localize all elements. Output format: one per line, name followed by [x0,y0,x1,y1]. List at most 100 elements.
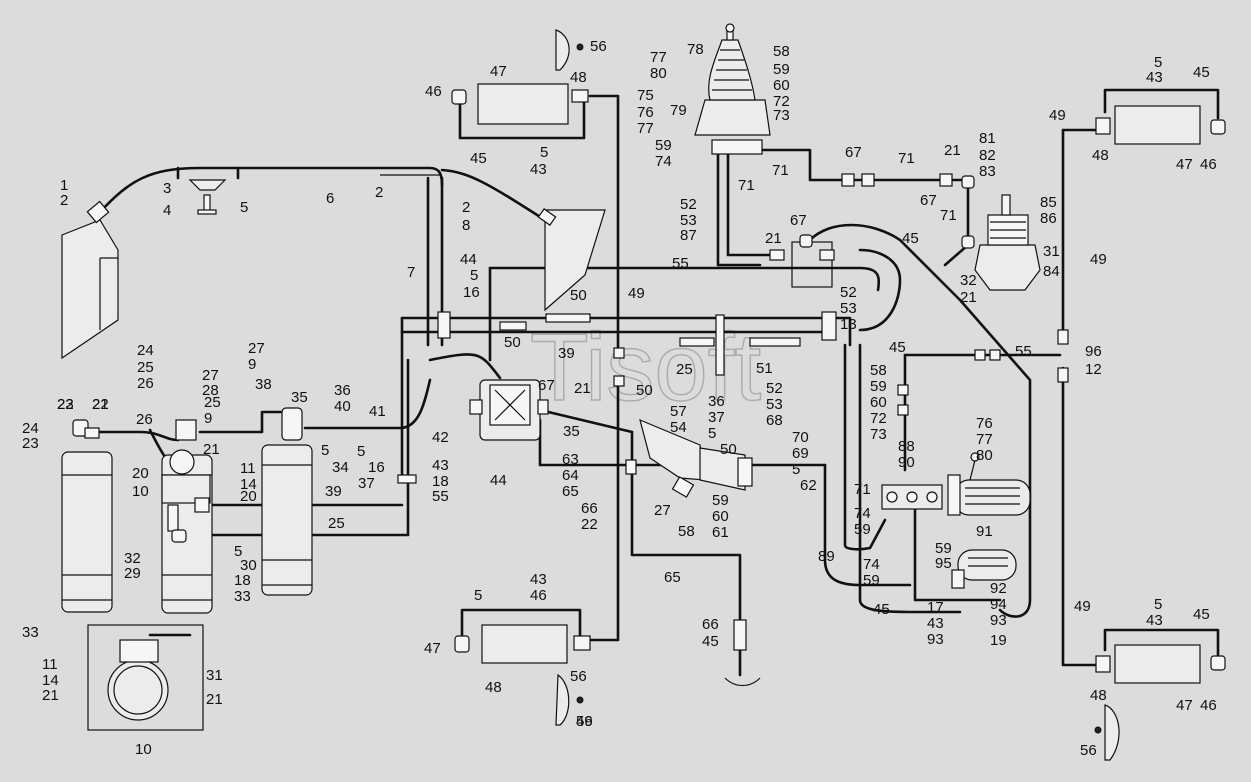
callout-label: 80 [650,65,667,82]
callout-label: 32 [124,550,141,567]
callout-label: 77 [976,431,993,448]
callout-label: 61 [712,524,729,541]
callout-label: 49 [576,713,593,730]
callout-label: 68 [766,412,783,429]
callout-label: 49 [628,285,645,302]
callout-label: 44 [490,472,507,489]
callout-label: 9 [204,410,212,427]
callout-label: 57 [670,403,687,420]
callout-label: 45 [873,601,890,618]
callout-label: 10 [135,741,152,758]
callout-label: 59 [863,572,880,589]
air-cleaner-1 [61,200,119,360]
callout-label: 20 [132,465,149,482]
callout-label: 67 [920,192,937,209]
callout-label: 50 [720,441,737,458]
callout-label: 67 [538,377,555,394]
callout-label: 72 [773,93,790,110]
callout-label: 71 [738,177,755,194]
callout-label: 44 [460,251,477,268]
callout-label: 43 [1146,69,1163,86]
pipe-network [98,88,1220,677]
callout-label: 37 [358,475,375,492]
callout-label: 45 [889,339,906,356]
callout-label: 48 [1090,687,1107,704]
bracket-3 [188,179,227,215]
callout-label: 5 [1154,54,1162,71]
callout-label: 96 [1085,343,1102,360]
callout-label: 29 [124,565,141,582]
callout-label: 45 [702,633,719,650]
callout-label: 41 [369,403,386,420]
callout-label: 50 [504,334,521,351]
callout-label: 31 [1043,243,1060,260]
callout-label: 40 [334,398,351,415]
callout-label: 53 [680,212,697,229]
callout-label: 46 [1200,156,1217,173]
callout-label: 66 [581,500,598,517]
callout-label: 73 [870,426,887,443]
callout-label: 5 [1154,596,1162,613]
callout-label: 43 [530,571,547,588]
callout-label: 67 [790,212,807,229]
callout-label: 13 [840,316,857,333]
callout-label: 71 [940,207,957,224]
callout-label: 59 [712,492,729,509]
callout-label: 71 [854,481,871,498]
callout-label: 35 [563,423,580,440]
callout-label: 25 [204,394,221,411]
callout-label: 27 [654,502,671,519]
callout-label: 77 [637,120,654,137]
callout-label: 89 [818,548,835,565]
callout-label: 55 [672,255,689,272]
callout-label: 64 [562,467,579,484]
callout-label: 25 [137,359,154,376]
callout-label: 4 [163,202,171,219]
callout-label: 21 [203,441,220,458]
callout-label: 73 [773,107,790,124]
callout-label: 91 [976,523,993,540]
callout-label: 46 [425,83,442,100]
callout-label: 51 [756,360,773,377]
callout-label: 90 [898,454,915,471]
callout-label: 5 [321,442,329,459]
callout-label: 92 [990,580,1007,597]
callout-label: 95 [935,555,952,572]
brake-chamber [974,194,1041,291]
callout-label: 31 [206,667,223,684]
callout-label: 23 [22,435,39,452]
muffler-8 [537,208,606,312]
callout-label: 17 [927,599,944,616]
callout-label: 59 [773,61,790,78]
callout-label: 16 [463,284,480,301]
callout-label: 5 [240,199,248,216]
callout-label: 5 [540,144,548,161]
air-bottles-left [61,419,313,614]
compressor-unit [469,379,549,441]
callout-label: 49 [1090,251,1107,268]
callout-label: 19 [990,632,1007,649]
valves-top-right [769,173,975,288]
callout-label: 14 [240,476,257,493]
callout-label: 26 [136,411,153,428]
callout-label: 25 [676,361,693,378]
callout-label: 86 [1040,210,1057,227]
callout-label: 5 [474,587,482,604]
callout-label: 21 [574,380,591,397]
air-tank-top [451,29,589,125]
callout-label: 45 [1193,64,1210,81]
callout-label: 2 [462,199,470,216]
callout-label: 43 [530,161,547,178]
callout-label: 11 [42,656,58,673]
callout-label: 11 [240,460,256,477]
callout-label: 33 [22,624,39,641]
callout-label: 59 [655,137,672,154]
callout-label: 21 [960,289,977,306]
callout-label: 5 [357,443,365,460]
callout-label: 21 [944,142,961,159]
callout-label: 65 [562,483,579,500]
callout-label: 18 [234,572,251,589]
callout-label: 33 [234,588,251,605]
